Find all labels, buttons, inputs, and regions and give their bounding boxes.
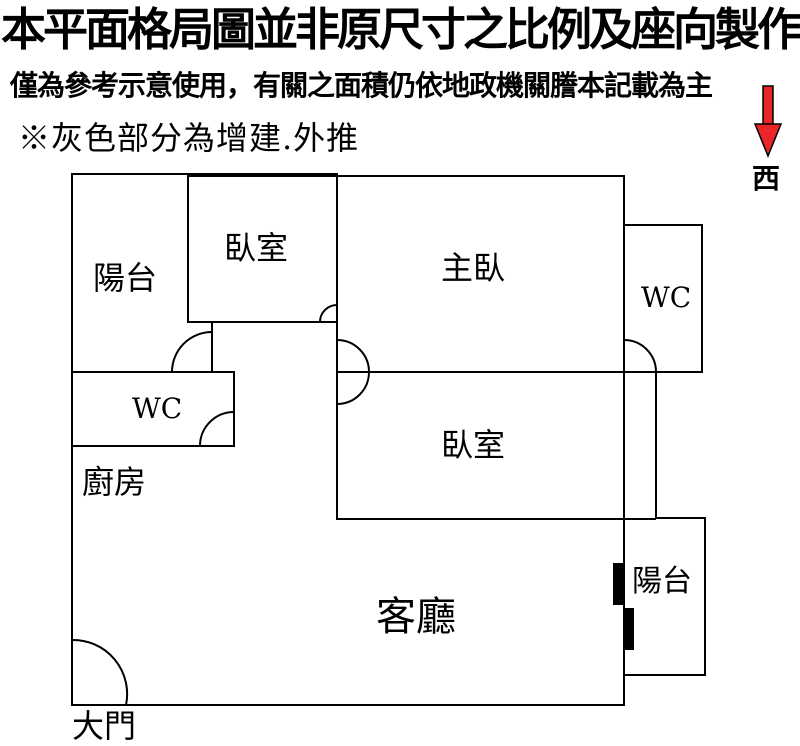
door-swing-wc-left — [199, 410, 235, 447]
room-label-living-room: 客廳 — [376, 594, 456, 640]
room-label-balcony-left: 陽台 — [93, 259, 158, 297]
extension-note: ※灰色部分為增建.外推 — [18, 119, 360, 157]
door-swing-wc-right — [623, 339, 658, 373]
wc-right-walls — [623, 224, 703, 373]
balcony-window-upper — [613, 563, 623, 605]
room-label-bedroom-top: 臥室 — [224, 229, 289, 267]
direction-label: 西 — [752, 162, 781, 195]
room-label-master-bedroom: 主臥 — [441, 249, 506, 287]
down-arrow-icon — [753, 85, 783, 158]
balcony-window-lower — [624, 608, 634, 650]
door-swing-master — [336, 339, 371, 405]
room-label-wc-right: WC — [641, 281, 692, 314]
room-label-balcony-right: 陽台 — [632, 564, 692, 599]
room-label-bedroom-middle: 臥室 — [441, 426, 506, 464]
room-label-wc-left: WC — [132, 392, 183, 425]
disclaimer-subtitle: 僅為參考示意使用，有關之面積仍依地政機關謄本記載為主 — [10, 69, 713, 102]
room-label-kitchen: 廚房 — [82, 463, 147, 501]
room-label-main-door: 大門 — [72, 707, 137, 745]
bedroom-middle-walls — [336, 371, 625, 520]
wc-left-walls — [71, 371, 235, 447]
door-swing-bedroom-top — [318, 303, 338, 323]
door-swing-main — [71, 638, 129, 706]
door-swing-balcony — [171, 330, 213, 373]
disclaimer-title: 本平面格局圖並非原尺寸之比例及座向製作 — [0, 3, 800, 56]
